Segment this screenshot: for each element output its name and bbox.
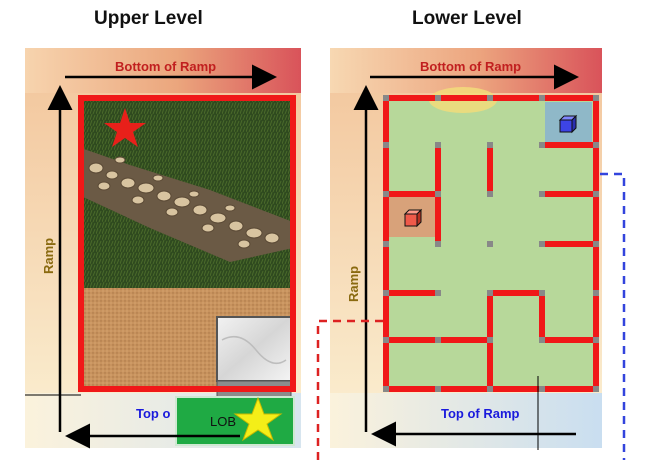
marble-block xyxy=(216,316,292,382)
blue-dashed-connector xyxy=(600,172,626,460)
upper-ramp-side-label: Ramp xyxy=(41,238,56,274)
upper-level-plan: LOB Bottom of Ramp Top o Ramp xyxy=(25,48,301,449)
lower-top-of-ramp-label: Top of Ramp xyxy=(441,406,520,421)
lower-bottom-of-ramp-label: Bottom of Ramp xyxy=(420,59,521,74)
upper-bottom-of-ramp-label: Bottom of Ramp xyxy=(115,59,216,74)
upper-outer-wall xyxy=(78,95,296,392)
maze-grid-posts xyxy=(383,95,599,392)
yellow-star-icon xyxy=(233,396,283,442)
lobby-label: LOB xyxy=(210,414,236,429)
lower-level-title: Lower Level xyxy=(412,8,522,29)
upper-level-title: Upper Level xyxy=(94,8,203,29)
upper-top-of-ramp-label: Top o xyxy=(136,406,170,421)
blue-cube-icon xyxy=(558,114,578,134)
lower-level-plan: Bottom of Ramp Top of Ramp Ramp xyxy=(330,48,602,450)
red-dashed-connector xyxy=(316,319,386,460)
pebbles xyxy=(88,156,280,249)
lower-ramp-side-label: Ramp xyxy=(346,266,361,302)
red-star-icon xyxy=(104,108,146,147)
red-cube-icon xyxy=(403,208,423,228)
